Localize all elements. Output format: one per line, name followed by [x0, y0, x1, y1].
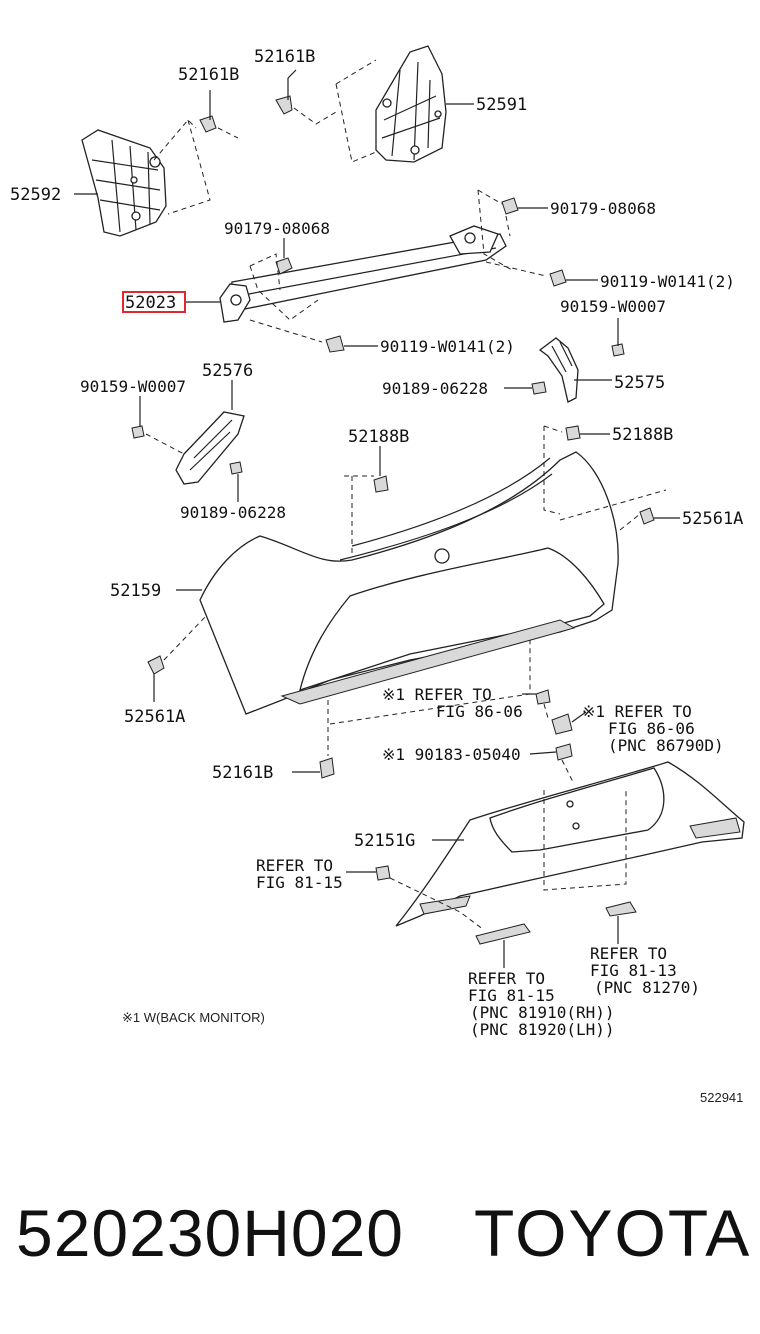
label-90189-b: 90189-06228 — [382, 379, 488, 398]
label-52591: 52591 — [476, 95, 527, 115]
label-52159: 52159 — [110, 581, 161, 601]
clip-52161B-left — [199, 90, 217, 133]
nut-90179-right — [501, 197, 548, 215]
garnish-52151G — [395, 761, 745, 927]
label-ref-81-15-a-2: FIG 81-15 — [256, 873, 343, 892]
clip-90159-right — [611, 318, 625, 357]
label-90179-b: 90179-08068 — [550, 199, 656, 218]
label-ref-81-13-1: REFER TO — [590, 944, 667, 963]
label-ref-86-06-a-2: FIG 86-06 — [436, 702, 523, 721]
label-52161B-bottom: 52161B — [212, 763, 273, 783]
clip-90159-left — [131, 396, 145, 439]
nut-90179-left — [275, 238, 293, 275]
label-ref-81-13-2: FIG 81-13 — [590, 961, 677, 980]
label-52576: 52576 — [202, 361, 253, 381]
brand-name: TOYOTA — [474, 1196, 752, 1270]
clip-52561A-left — [147, 655, 165, 702]
label-ref-81-15-b-3: (PNC 81910(RH)) — [470, 1003, 615, 1022]
label-52575: 52575 — [614, 373, 665, 393]
label-90119-b: 90119-W0141(2) — [600, 272, 735, 291]
highlight-box-52023 — [122, 291, 186, 313]
clip-90189-left — [229, 461, 243, 502]
bolt-90119-left — [325, 335, 378, 353]
label-52161B-top: 52161B — [254, 47, 315, 67]
label-52561A-a: 52561A — [682, 509, 743, 529]
label-90179-a: 90179-08068 — [224, 219, 330, 238]
license-lamp — [605, 901, 637, 944]
reflector — [475, 923, 531, 968]
bracket-52592 — [81, 129, 167, 237]
label-52188B-a: 52188B — [348, 427, 409, 447]
label-ref-81-15-b-2: FIG 81-15 — [468, 986, 555, 1005]
clip-52561A-right — [639, 507, 680, 525]
label-ref-81-13-3: (PNC 81270) — [594, 978, 700, 997]
label-90183: ※1 90183-05040 — [382, 745, 521, 764]
label-52592: 52592 — [10, 185, 61, 205]
label-ref-86-06-b-2: FIG 86-06 — [608, 719, 695, 738]
label-90159-b: 90159-W0007 — [560, 297, 666, 316]
label-code: 522941 — [700, 1090, 743, 1105]
label-ref-86-06-b-1: ※1 REFER TO — [582, 702, 692, 721]
label-ref-86-06-b-3: (PNC 86790D) — [608, 736, 724, 755]
label-ref-86-06-a-1: ※1 REFER TO — [382, 685, 492, 704]
clip-refer-81-15-a — [346, 865, 391, 881]
retainer-52576 — [175, 411, 245, 485]
label-note: ※1 W(BACK MONITOR) — [122, 1010, 265, 1025]
label-90159-a: 90159-W0007 — [80, 377, 186, 396]
grommet-52188B-left — [373, 446, 389, 493]
clip-90189-right — [504, 381, 547, 395]
reinforcement-52023 — [219, 225, 507, 323]
label-52188B-b: 52188B — [612, 425, 673, 445]
label-52561A-b: 52561A — [124, 707, 185, 727]
camera-mount — [535, 689, 573, 761]
label-90189-a: 90189-06228 — [180, 503, 286, 522]
bracket-52591 — [375, 45, 447, 163]
label-ref-81-15-b-1: REFER TO — [468, 969, 545, 988]
grommet-52188B-right — [565, 425, 610, 441]
label-90119-a: 90119-W0141(2) — [380, 337, 515, 356]
label-52161B-left: 52161B — [178, 65, 239, 85]
bolt-90119-right — [549, 269, 598, 287]
label-ref-81-15-b-4: (PNC 81920(LH)) — [470, 1020, 615, 1039]
label-52023: 52023 — [125, 293, 176, 313]
retainer-52575 — [538, 337, 579, 403]
part-number: 520230H020 — [16, 1196, 405, 1270]
clip-52161B-top — [275, 69, 297, 115]
label-52151G: 52151G — [354, 831, 415, 851]
label-ref-81-15-a-1: REFER TO — [256, 856, 333, 875]
bumper-cover-52159 — [199, 451, 619, 715]
footer: 520230H020 TOYOTA — [0, 1185, 760, 1295]
clip-52161B-bottom — [292, 757, 335, 779]
